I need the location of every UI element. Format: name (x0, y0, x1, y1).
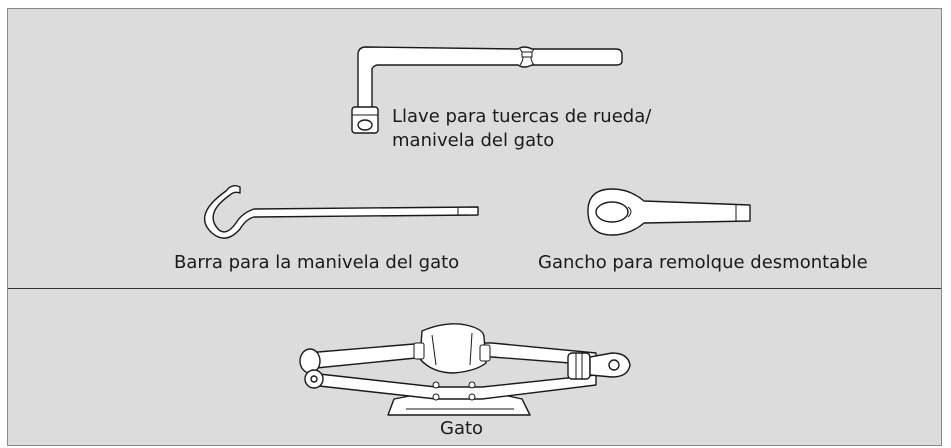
tools-panel: Llave para tuercas de rueda/ manivela de… (7, 8, 942, 446)
wrench-label-line2: manivela del gato (392, 130, 555, 151)
wrench-label: Llave para tuercas de rueda/ (392, 106, 652, 127)
jack-handle-bar-illustration (203, 184, 479, 239)
jack-handle-bar-label: Barra para la manivela del gato (174, 252, 460, 273)
wheel-nut-wrench-illustration (351, 46, 623, 134)
scissor-jack-illustration (299, 323, 631, 416)
section-divider (8, 288, 941, 289)
jack-label: Gato (440, 418, 484, 439)
towing-hook-label: Gancho para remolque desmontable (538, 252, 868, 273)
towing-hook-illustration (587, 188, 751, 236)
